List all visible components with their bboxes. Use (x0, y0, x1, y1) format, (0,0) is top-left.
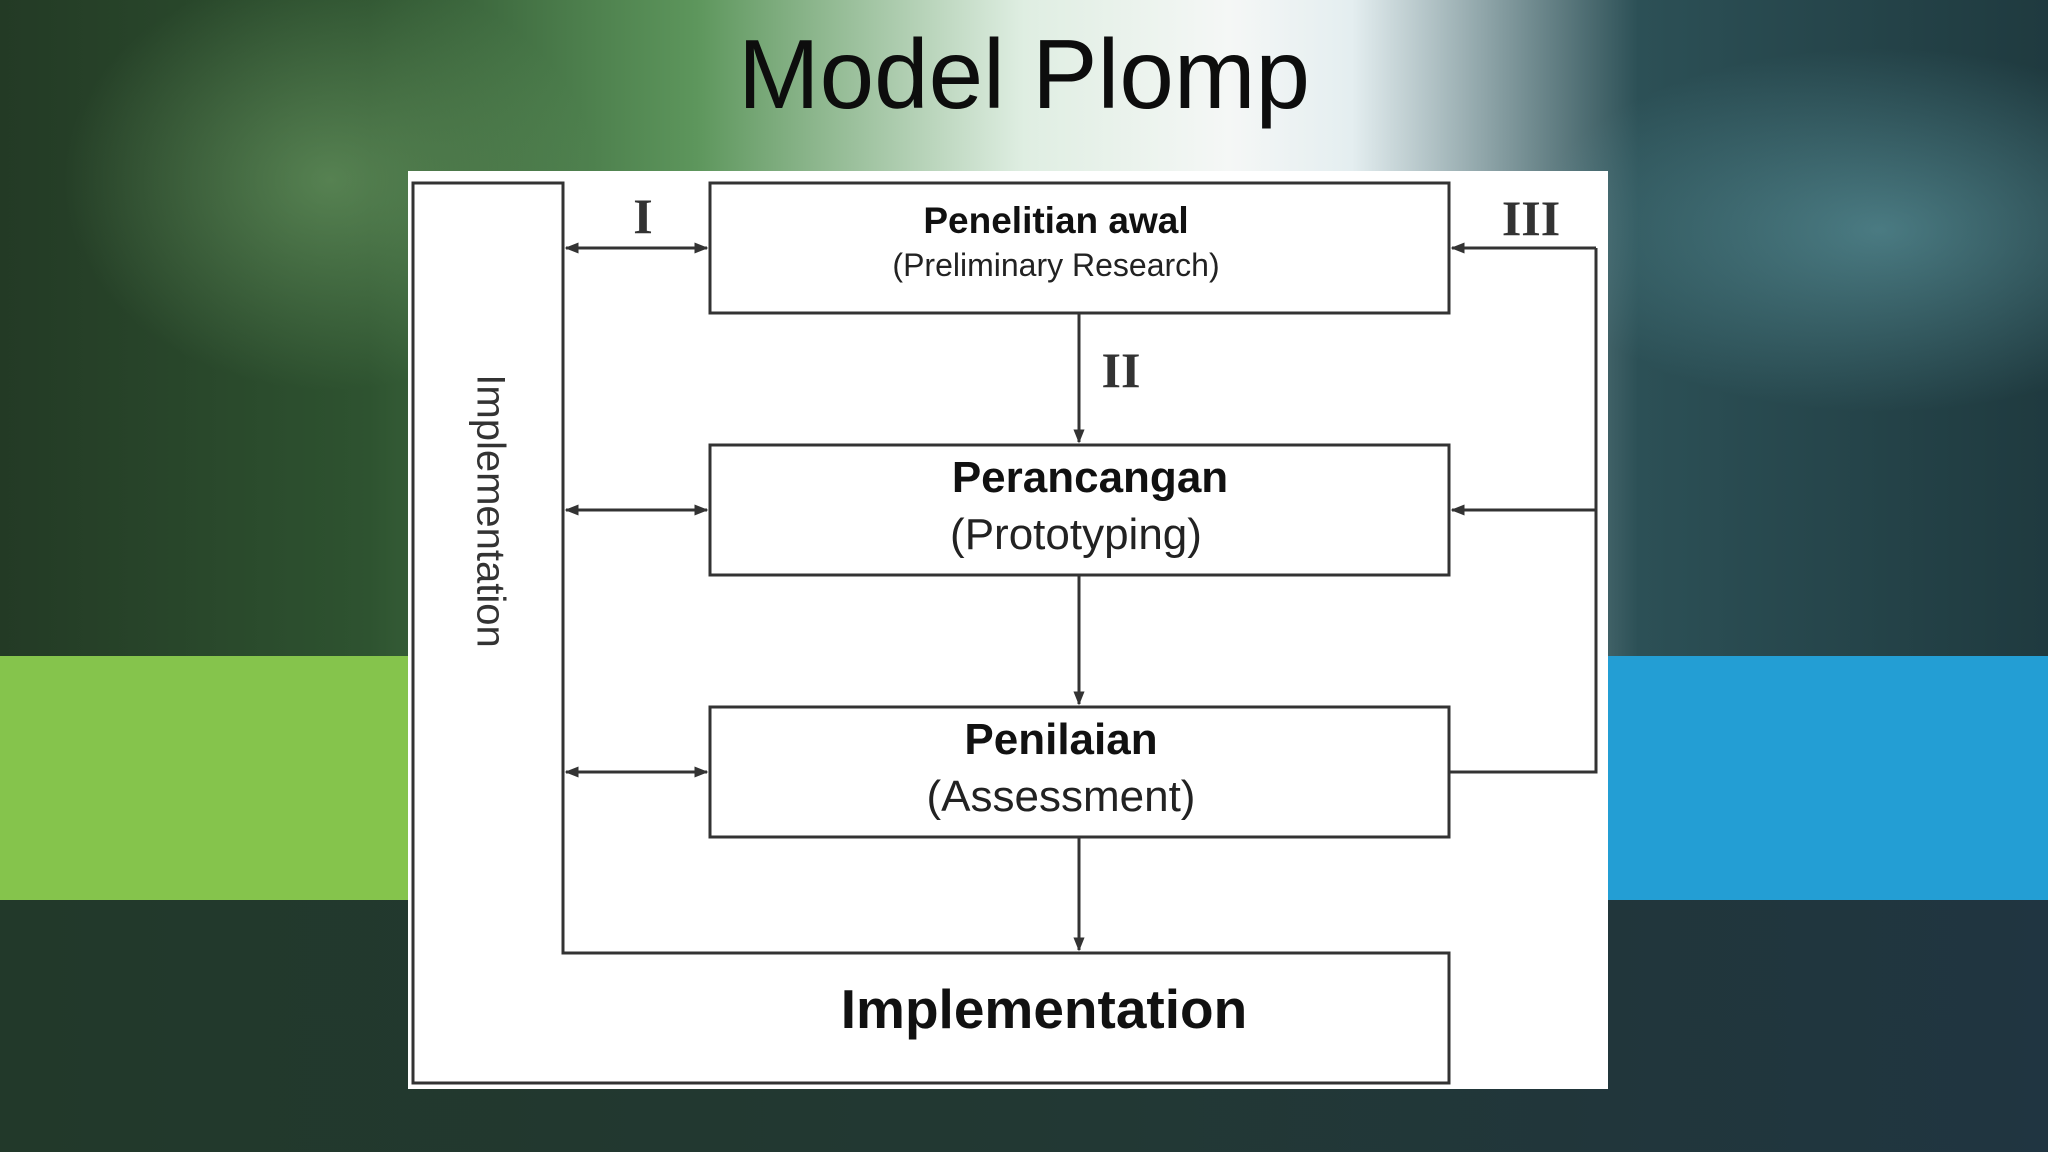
assessment-subtitle: (Assessment) (927, 772, 1196, 821)
phase-label-three: III (1502, 190, 1560, 246)
green-band (0, 656, 410, 900)
blue-band (1600, 656, 2048, 900)
assessment-title: Penilaian (964, 715, 1157, 764)
prototyping-title: Perancangan (952, 453, 1228, 502)
side-label-implementation: Implementation (468, 374, 512, 647)
diagram-panel: Implementation I II III Penelitian awal … (408, 171, 1608, 1089)
feedback-line (1449, 248, 1598, 774)
phase-label-two: II (1102, 342, 1141, 398)
preliminary-subtitle: (Preliminary Research) (892, 247, 1219, 283)
plomp-diagram: Implementation I II III Penelitian awal … (411, 181, 1598, 1085)
preliminary-title: Penelitian awal (923, 200, 1188, 241)
outer-frame (411, 181, 1451, 1085)
implementation-title: Implementation (841, 978, 1247, 1040)
prototyping-subtitle: (Prototyping) (950, 510, 1202, 559)
slide-title: Model Plomp (738, 19, 1310, 129)
phase-label-one: I (633, 188, 652, 244)
